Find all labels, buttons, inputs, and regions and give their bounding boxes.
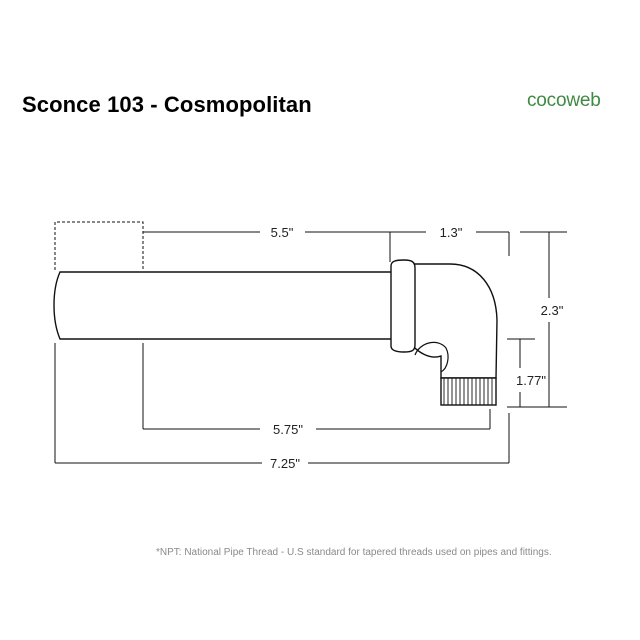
dim-overall-lines xyxy=(54,343,510,464)
page-title: Sconce 103 - Cosmopolitan xyxy=(22,92,312,117)
elbow-inner-curve xyxy=(414,341,449,373)
dim-thread-lines xyxy=(507,338,535,407)
pipe-arm xyxy=(53,271,393,340)
mount-dashed-outline xyxy=(54,221,144,270)
thread-lines xyxy=(443,378,493,405)
brand-logo: cocoweb xyxy=(527,90,601,111)
dim-thread-height-label: 1.77" xyxy=(516,373,546,388)
dim-arm-length-label: 5.5" xyxy=(271,225,294,240)
dim-height-lines xyxy=(507,231,567,408)
elbow-body xyxy=(411,263,498,379)
dim-overall-length-label: 7.25" xyxy=(270,456,300,471)
dim-inner-span-label: 5.75" xyxy=(273,422,303,437)
elbow-collar xyxy=(390,259,416,353)
dim-total-height-label: 2.3" xyxy=(541,303,564,318)
footnote: *NPT: National Pipe Thread - U.S standar… xyxy=(156,547,552,558)
dim-inner-span-lines xyxy=(142,343,491,430)
dim-top-lines xyxy=(143,231,510,262)
dim-elbow-width-label: 1.3" xyxy=(440,225,463,240)
threaded-end xyxy=(440,377,497,406)
